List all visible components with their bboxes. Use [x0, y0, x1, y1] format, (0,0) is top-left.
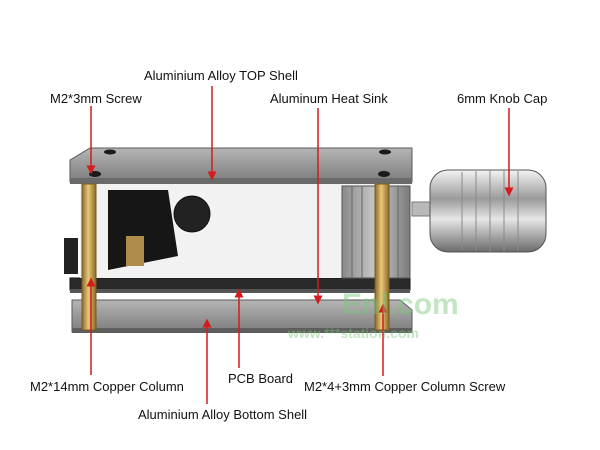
label-top-shell: Aluminium Alloy TOP Shell	[144, 68, 298, 83]
bottom-shell	[71, 299, 413, 333]
annotation-arrows	[86, 86, 514, 404]
label-heat-sink: Aluminum Heat Sink	[270, 91, 388, 106]
label-column-screw: M2*4+3mm Copper Column Screw	[304, 379, 506, 394]
label-screw: M2*3mm Screw	[50, 91, 142, 106]
label-knob-cap: 6mm Knob Cap	[457, 91, 548, 106]
watermark-big: Enl.com	[342, 288, 459, 321]
knob-cap	[411, 169, 547, 253]
watermark-small: www.***station.com	[288, 325, 419, 341]
top-shell	[69, 147, 413, 184]
label-pcb-board: PCB Board	[228, 371, 294, 386]
copper-column-left	[81, 183, 97, 331]
label-bottom-shell: Aluminium Alloy Bottom Shell	[138, 407, 308, 422]
copper-column-right	[374, 183, 390, 331]
label-copper-column: M2*14mm Copper Column	[30, 379, 184, 394]
audio-jack	[64, 190, 211, 274]
